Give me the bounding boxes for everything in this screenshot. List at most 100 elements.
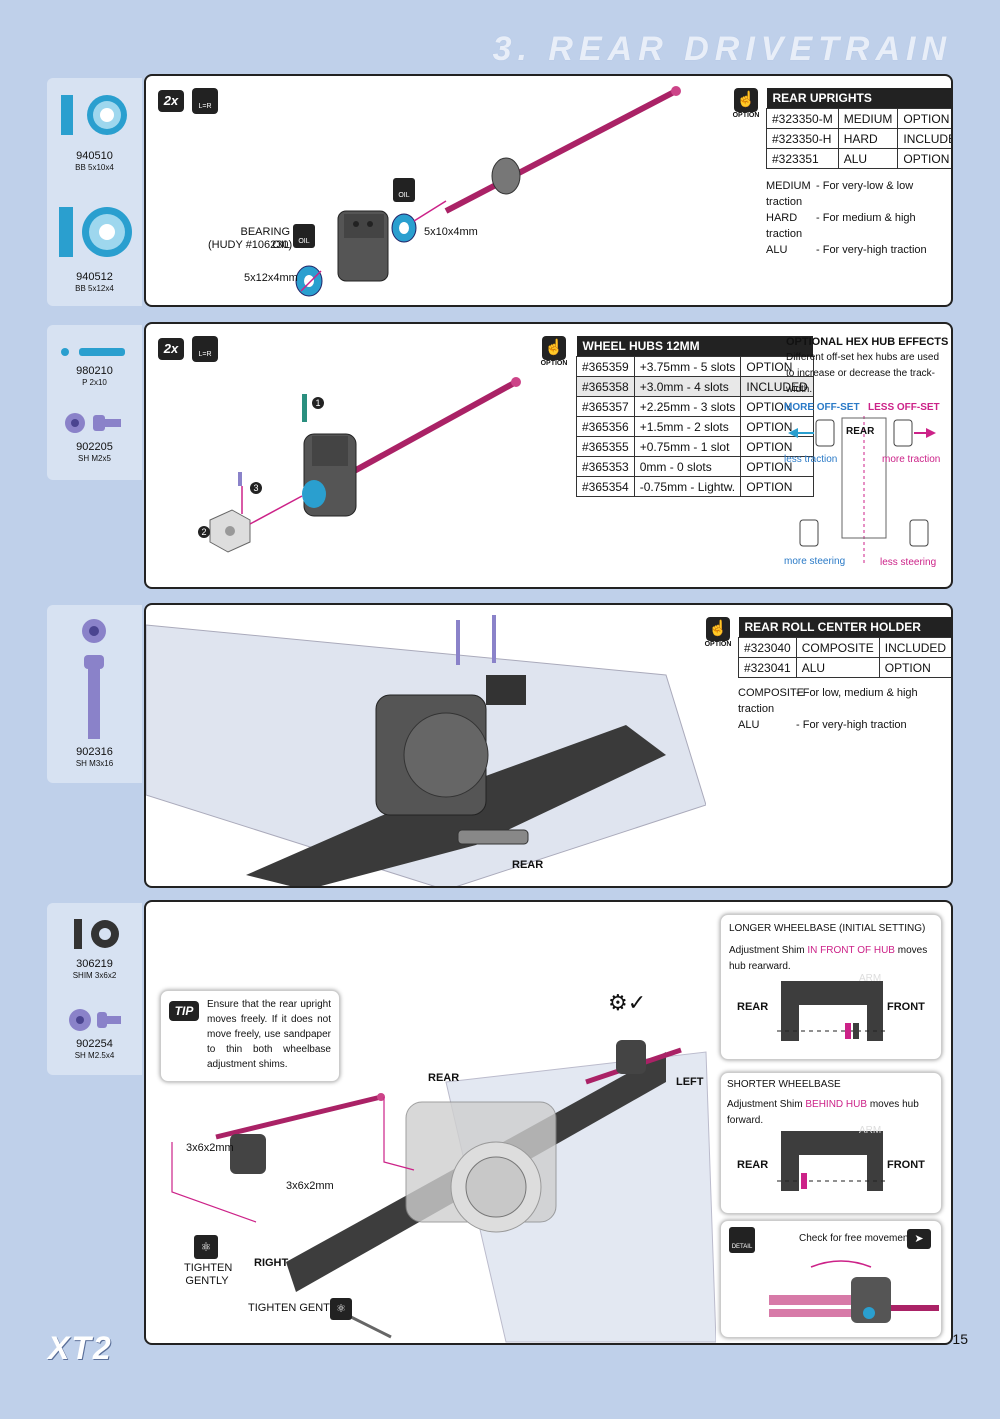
rear-label: REAR: [737, 1001, 769, 1013]
option-icon: ☝OPTION: [540, 336, 568, 367]
left-label: LEFT: [676, 1076, 704, 1088]
step-panel-4: REAR LEFT RIGHT 3x6x2mm 3x6x2mm ⚛ TIGHTE…: [144, 900, 953, 1345]
option-icon: ☝OPTION: [732, 88, 760, 119]
table-title: REAR ROLL CENTER HOLDER: [738, 617, 951, 638]
part-code: 902316: [76, 746, 113, 758]
bearing-size-label: 5x12x4mm: [244, 272, 298, 284]
part-desc: SH M3x16: [75, 759, 114, 768]
part-desc: BB 5x10x4: [75, 163, 114, 172]
left-equals-right-icon: L=R: [192, 336, 218, 362]
free-movement-illustration: [769, 1260, 939, 1323]
shim-size-label: 3x6x2mm: [286, 1180, 334, 1192]
traction-notes: MEDIUM- For very-low & low traction HARD…: [766, 180, 927, 256]
page-title: 3. REAR DRIVETRAIN: [492, 30, 952, 68]
wrench-icon: ➤: [907, 1229, 931, 1249]
hex-hub-text: Different off-set hex hubs are used to i…: [786, 352, 940, 395]
detail-icon: DETAIL: [729, 1227, 755, 1253]
rear-label: REAR: [428, 1072, 460, 1084]
less-offset-label: LESS OFF-SET: [868, 402, 940, 413]
part-code: 940510: [76, 150, 113, 162]
arm-label: ARM: [859, 1125, 882, 1136]
longer-text: Adjustment Shim IN FRONT OF HUB moves hu…: [729, 945, 928, 972]
tip-text: Ensure that the rear upright moves freel…: [207, 999, 331, 1070]
front-label: FRONT: [887, 1159, 925, 1171]
shorter-title: SHORTER WHEELBASE: [727, 1079, 841, 1090]
step-panel-1: 2x L=R OIL OIL BEARING OIL (HUDY #106230…: [144, 74, 953, 307]
oil-icon: OIL: [293, 224, 315, 248]
detail-box: DETAIL Check for free movement ➤: [720, 1220, 942, 1338]
more-steering-label: more steering: [784, 556, 846, 567]
bearing-icon: [55, 202, 135, 267]
step-panel-2: 2x L=R 1 2 3 ☝OPTION WHEEL HUBS 12MM #36…: [144, 322, 953, 589]
bearing-size-label: 5x10x4mm: [424, 226, 478, 238]
table-title: WHEEL HUBS 12MM: [576, 336, 814, 357]
table-title: REAR UPRIGHTS: [766, 88, 951, 109]
part-desc: SH M2.5x4: [74, 1051, 115, 1060]
drivetrain-illustration: [295, 86, 681, 297]
screw-icon: [67, 1007, 127, 1038]
left-equals-right-icon: L=R: [192, 88, 218, 114]
arm-diagram: [777, 981, 887, 1041]
shim-icon: [71, 917, 121, 956]
traction-notes: COMPOSITE- For low, medium & high tracti…: [738, 687, 918, 731]
shorter-text: Adjustment Shim BEHIND HUB moves hub for…: [727, 1099, 919, 1126]
tool-icon: ⚙✓: [608, 990, 647, 1015]
wrench-icon: ⚛: [330, 1298, 352, 1320]
more-offset-label: MORE OFF-SET: [784, 402, 860, 413]
part-desc: SH M2x5: [78, 454, 111, 463]
more-traction-label: more traction: [882, 454, 941, 465]
callout-number: 3: [250, 482, 262, 494]
tip-badge: TIP: [169, 1001, 199, 1021]
bearing-icon: [57, 90, 132, 145]
detail-text: Check for free movement: [799, 1233, 912, 1244]
part-code: 980210: [76, 365, 113, 377]
right-label: RIGHT: [254, 1257, 289, 1269]
qty-badge: 2x: [158, 90, 184, 112]
arm-label: ARM: [859, 973, 882, 984]
part-desc: BB 5x12x4: [75, 284, 114, 293]
rear-label: REAR: [846, 426, 875, 437]
rear-label: REAR: [512, 859, 544, 871]
tighten-gently-label: TIGHTEN GENTLY: [184, 1262, 233, 1287]
chassis-illustration: [146, 615, 706, 886]
option-icon: ☝OPTION: [704, 617, 732, 648]
wheel-hubs-table: WHEEL HUBS 12MM #365359+3.75mm - 5 slots…: [576, 336, 814, 497]
less-steering-label: less steering: [880, 557, 937, 568]
longer-title: LONGER WHEELBASE (INITIAL SETTING): [729, 923, 926, 934]
callout-number: 1: [312, 397, 324, 409]
shim-size-label: 3x6x2mm: [186, 1142, 234, 1154]
part-code: 940512: [76, 271, 113, 283]
part-desc: P 2x10: [82, 378, 107, 387]
bearing-oil-label: BEARING OIL: [240, 226, 290, 251]
rear-assembly-illustration: [171, 1040, 716, 1343]
car-diagram: [788, 416, 936, 566]
rear-label: REAR: [737, 1159, 769, 1171]
shorter-wheelbase-box: SHORTER WHEELBASE Adjustment Shim BEHIND…: [720, 1072, 942, 1214]
callout-number: 2: [198, 526, 210, 538]
table-row: #323350-HHARDINCLUDED: [766, 128, 951, 149]
wheel-hub-illustration: [209, 377, 521, 553]
arm-diagram: [777, 1131, 887, 1191]
part-code: 306219: [76, 958, 113, 970]
screw-icon: [63, 411, 127, 440]
longer-wheelbase-box: LONGER WHEELBASE (INITIAL SETTING) Adjus…: [720, 914, 942, 1060]
page-number: 15: [952, 1331, 968, 1347]
less-traction-label: less traction: [784, 454, 838, 465]
brand-logo: XT2: [48, 1330, 113, 1366]
oil-icon: OIL: [393, 178, 415, 202]
tighten-gently-label: TIGHTEN GENTLY: [248, 1302, 343, 1314]
tip-box: TIP Ensure that the rear upright moves f…: [160, 990, 340, 1082]
